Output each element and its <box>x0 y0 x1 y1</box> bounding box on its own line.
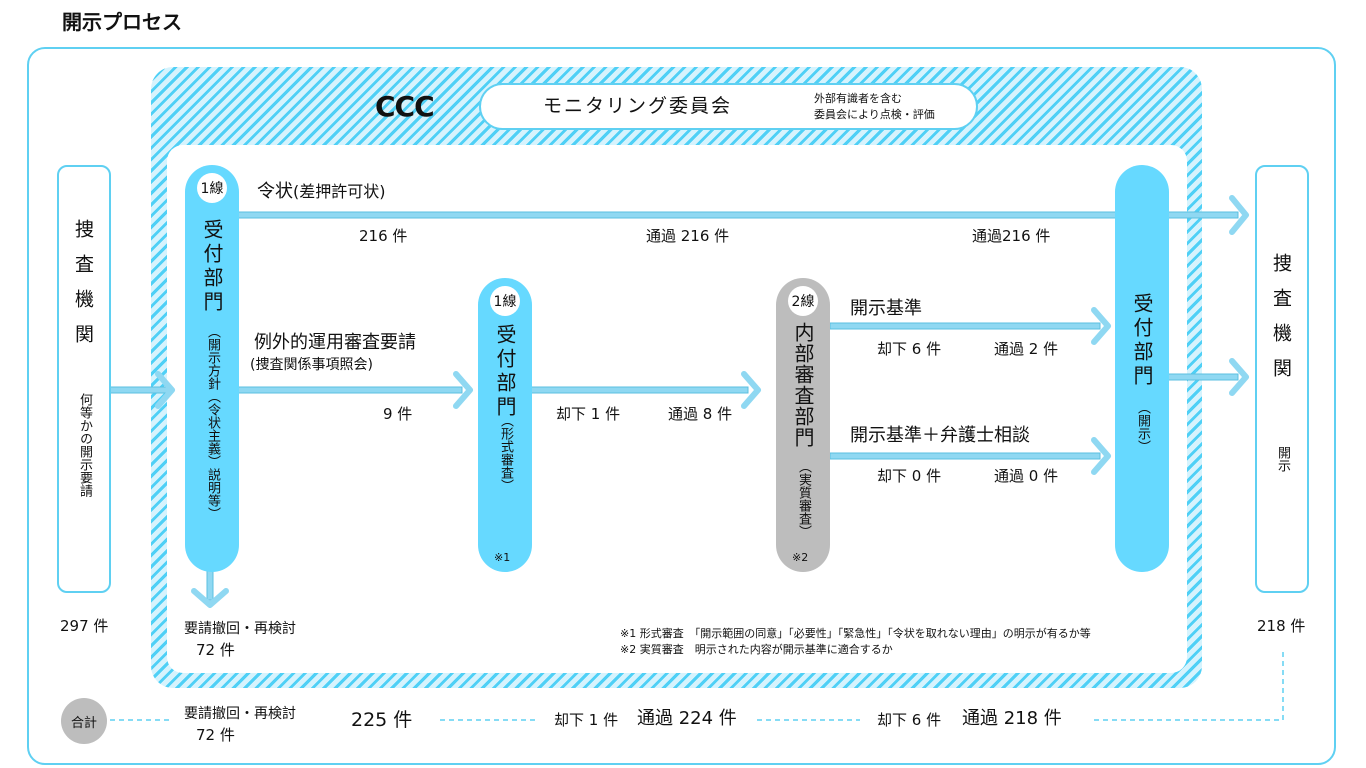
withdraw-count: 72 件 <box>196 641 235 659</box>
right-agency-box: 捜査機関 開示 <box>1255 165 1309 593</box>
left-agency-sub: 何等かの開示要請 <box>77 393 92 497</box>
right-agency-count: 218 件 <box>1257 617 1306 635</box>
line-badge-3-label: 2線 <box>791 294 815 310</box>
criteria-1-pass: 通過 2 件 <box>994 340 1059 358</box>
total-pass-2: 通過 218 件 <box>962 708 1062 729</box>
reception-dept-1-name: 受付部門 <box>200 219 224 315</box>
page-title: 開示プロセス <box>62 10 182 34</box>
reception-dept-disclosure-name: 受付部門 <box>1130 293 1154 389</box>
ccc-logo: CCC <box>375 90 435 123</box>
line-badge-3: 2線 <box>788 286 818 316</box>
reception-dept-1-detail: （開示方針（令状主義）説明等） <box>205 325 220 520</box>
outer-frame <box>27 47 1336 765</box>
warrant-count-out: 通過216 件 <box>972 227 1051 245</box>
footnote-1: ※1 形式審査 「開示範囲の同意」「必要性」「緊急性」「令状を取れない理由」の明… <box>620 627 1091 640</box>
internal-review-dept: 2線 内部審査部門 （実質審査） ※2 <box>776 278 830 572</box>
line-badge-2-label: 1線 <box>493 294 517 310</box>
criteria-2-pass: 通過 0 件 <box>994 467 1059 485</box>
reception-dept-1: 1線 受付部門 （開示方針（令状主義）説明等） <box>185 165 239 572</box>
withdraw-label: 要請撤回・再検討 <box>184 621 296 637</box>
criteria-1-label: 開示基準 <box>850 298 922 319</box>
internal-review-dept-detail: （実質審査） <box>796 460 811 538</box>
total-count: 225 件 <box>351 709 413 731</box>
reception-dept-2-detail: （形式審査） <box>498 414 513 492</box>
reception-dept-disclosure: 受付部門 （開示） <box>1115 165 1169 572</box>
exception-label: 例外的運用審査要請 <box>254 332 416 353</box>
reception-dept-disclosure-detail: （開示） <box>1135 401 1150 453</box>
left-agency-count: 297 件 <box>60 617 109 635</box>
total-pass-1: 通過 224 件 <box>637 708 737 729</box>
right-agency-name: 捜査機関 <box>1270 253 1292 393</box>
total-badge: 合計 <box>61 698 107 744</box>
total-reject-2: 却下 6 件 <box>877 711 942 729</box>
line-badge-1: 1線 <box>197 173 227 203</box>
monitoring-label: モニタリング委員会 <box>543 95 733 117</box>
total-reject-1: 却下 1 件 <box>554 711 619 729</box>
right-agency-sub: 開示 <box>1275 446 1290 472</box>
process-area <box>167 145 1187 673</box>
line-badge-2: 1線 <box>490 286 520 316</box>
monitoring-note-1: 外部有識者を含む <box>814 92 902 105</box>
internal-review-dept-note: ※2 <box>792 551 809 564</box>
warrant-label-main: 令状 <box>257 181 293 202</box>
total-badge-label: 合計 <box>70 715 97 731</box>
criteria-2-label: 開示基準＋弁護士相談 <box>850 425 1030 446</box>
criteria-2-reject: 却下 0 件 <box>877 467 942 485</box>
criteria-1-reject: 却下 6 件 <box>877 340 942 358</box>
warrant-label-paren: (差押許可状) <box>293 182 386 201</box>
dept2-reject: 却下 1 件 <box>556 405 621 423</box>
internal-review-dept-name: 内部審査部門 <box>791 322 815 448</box>
exception-sub: (捜査関係事項照会) <box>250 357 373 373</box>
monitoring-note-2: 委員会により点検・評価 <box>814 108 935 121</box>
left-agency-name: 捜査機関 <box>72 219 94 359</box>
exception-count: 9 件 <box>383 405 413 423</box>
monitoring-committee: モニタリング委員会 外部有識者を含む 委員会により点検・評価 <box>479 83 978 130</box>
reception-dept-2-note: ※1 <box>494 551 511 564</box>
left-agency-box: 捜査機関 何等かの開示要請 <box>57 165 111 593</box>
footnote-2: ※2 実質審査 明示された内容が開示基準に適合するか <box>620 643 893 656</box>
dept2-pass: 通過 8 件 <box>668 405 733 423</box>
total-withdraw-label: 要請撤回・再検討 <box>184 706 296 722</box>
total-withdraw-count: 72 件 <box>196 726 235 744</box>
line-badge-1-label: 1線 <box>200 181 224 197</box>
reception-dept-2-name: 受付部門 <box>493 324 517 420</box>
reception-dept-2: 1線 受付部門 （形式審査） ※1 <box>478 278 532 572</box>
warrant-count-mid: 通過 216 件 <box>646 227 730 245</box>
warrant-count-in: 216 件 <box>359 227 408 245</box>
warrant-label: 令状(差押許可状) <box>257 183 386 201</box>
